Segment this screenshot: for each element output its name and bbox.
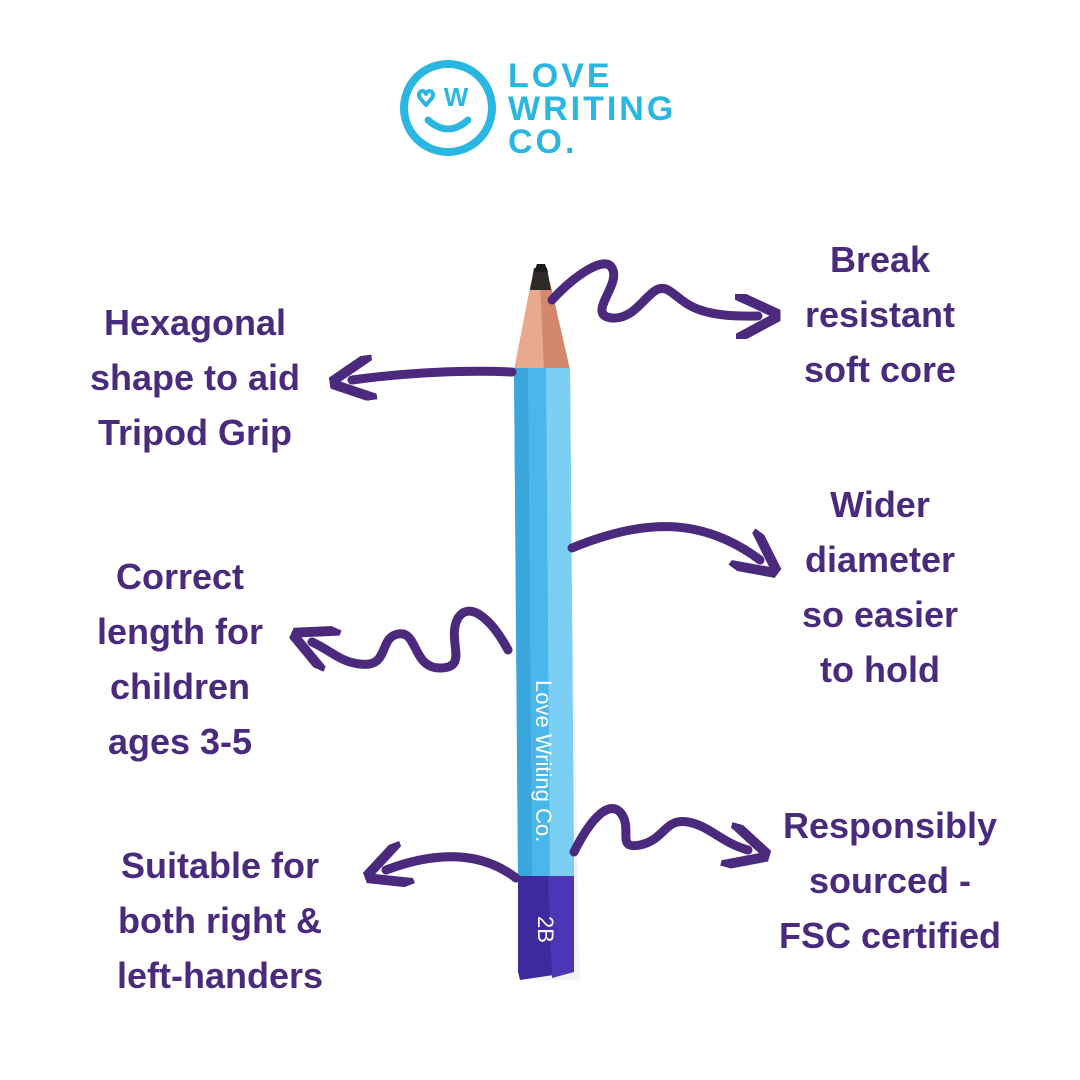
svg-text:W: W <box>444 82 469 112</box>
arrow-responsibly-sourced <box>569 804 748 852</box>
feature-line: so easier <box>801 594 959 635</box>
arrow-break-resistant <box>547 259 758 318</box>
arrow-hexagonal <box>352 371 517 380</box>
pencil-imprint: Love Writing Co. <box>531 680 556 842</box>
feature-line: FSC certified <box>778 915 1002 956</box>
brand-wordmark: LOVE WRITING CO. <box>508 57 677 161</box>
smiley-heart-w-icon: W <box>400 60 496 156</box>
feature-responsibly-sourced: Responsibly sourced - FSC certified <box>760 798 1020 963</box>
brand-line-1: LOVE <box>508 57 613 95</box>
feature-wider-diameter: Wider diameter so easier to hold <box>760 477 1000 697</box>
feature-line: Correct <box>115 556 245 597</box>
arrow-suitable-for <box>386 857 521 878</box>
feature-correct-length: Correct length for children ages 3-5 <box>60 549 300 769</box>
feature-line: resistant <box>804 294 956 335</box>
feature-line: Wider <box>830 484 930 525</box>
feature-suitable-both-hands: Suitable for both right & left-handers <box>90 838 350 1003</box>
feature-hexagonal-shape: Hexagonal shape to aid Tripod Grip <box>70 295 320 460</box>
feature-line: diameter <box>804 539 956 580</box>
feature-line: soft core <box>803 349 957 390</box>
feature-line: shape to aid <box>89 357 301 398</box>
arrow-wider-diameter <box>567 522 760 560</box>
feature-line: left-handers <box>116 955 324 996</box>
feature-line: Hexagonal <box>103 302 287 343</box>
arrow-correct-length <box>312 606 513 673</box>
feature-line: Tripod Grip <box>98 412 292 453</box>
brand-logo: W LOVE WRITING CO. <box>398 57 698 161</box>
feature-break-resistant: Break resistant soft core <box>760 232 1000 397</box>
pencil-lead <box>530 268 551 290</box>
brand-line-3: CO. <box>508 123 578 161</box>
feature-line: ages 3-5 <box>107 721 253 762</box>
pencil-grade-label: 2B <box>533 916 558 943</box>
feature-line: Responsibly <box>782 805 998 846</box>
feature-line: both right & <box>118 900 322 941</box>
feature-line: children <box>109 666 251 707</box>
feature-line: length for <box>97 611 263 652</box>
feature-line: Suitable for <box>120 845 320 886</box>
feature-line: sourced - <box>808 860 972 901</box>
feature-line: Break <box>829 239 931 280</box>
feature-line: to hold <box>820 649 940 690</box>
brand-line-2: WRITING <box>508 90 677 128</box>
